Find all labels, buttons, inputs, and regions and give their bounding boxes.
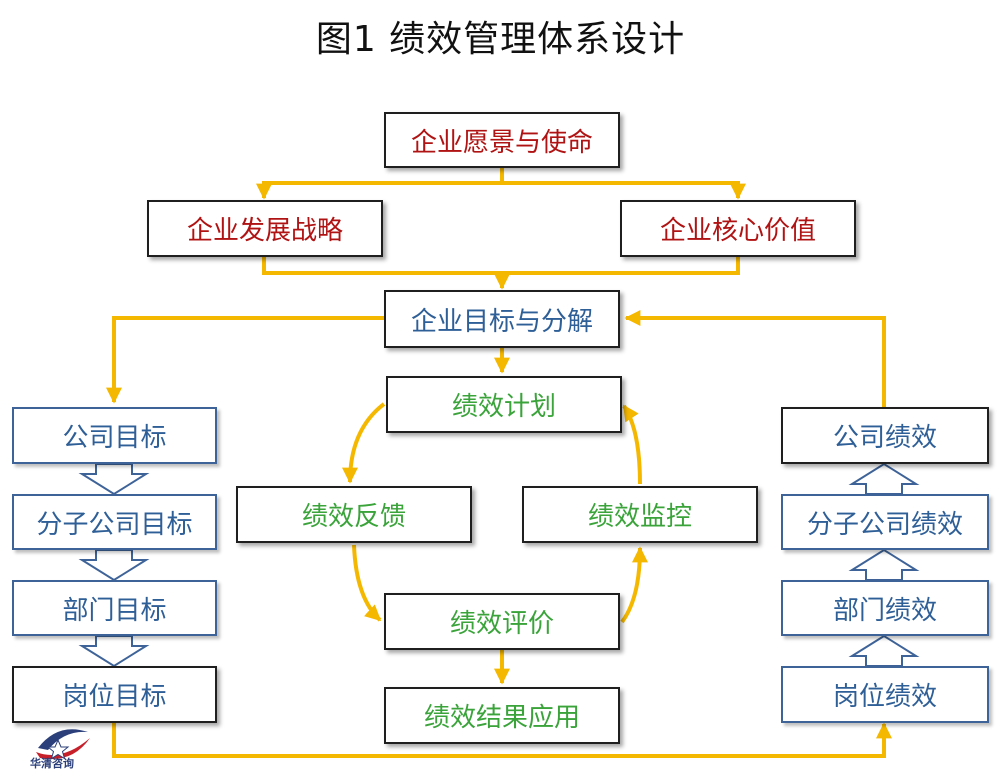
- result-application-label: 绩效结果应用: [423, 703, 580, 733]
- development-strategy-box: 企业发展战略: [147, 200, 383, 257]
- development-strategy-label: 企业发展战略: [186, 216, 343, 246]
- down-arrow-1: [78, 463, 150, 496]
- logo-text: 华清咨询: [30, 757, 74, 770]
- goals-decomposition-label: 企业目标与分解: [410, 306, 593, 337]
- core-values-box: 企业核心价值: [620, 200, 856, 257]
- connector-right-to-goals: [624, 310, 886, 407]
- performance-monitor-box: 绩效监控: [522, 486, 758, 543]
- department-goal-label: 部门目标: [62, 595, 167, 626]
- department-goal-box: 部门目标: [12, 580, 217, 636]
- diagram-title: 图1 绩效管理体系设计: [315, 19, 686, 60]
- result-application-box: 绩效结果应用: [384, 687, 620, 744]
- up-arrow-3: [848, 634, 920, 667]
- subsidiary-performance-box: 分子公司绩效: [781, 494, 989, 550]
- up-arrow-2: [848, 548, 920, 581]
- company-goal-box: 公司目标: [12, 407, 217, 464]
- subsidiary-goal-box: 分子公司目标: [12, 494, 217, 550]
- vision-mission-label: 企业愿景与使命: [410, 127, 593, 158]
- company-logo-icon: [36, 729, 90, 760]
- position-goal-box: 岗位目标: [12, 666, 217, 723]
- department-performance-box: 部门绩效: [781, 580, 989, 636]
- position-performance-box: 岗位绩效: [781, 666, 989, 723]
- connector-goals-to-left: [106, 316, 384, 404]
- performance-evaluate-box: 绩效评价: [384, 593, 620, 650]
- performance-monitor-label: 绩效监控: [587, 502, 692, 532]
- connector-bottom-loop: [112, 722, 892, 758]
- arc-plan-to-feedback: [342, 402, 386, 484]
- connector-to-values: [502, 181, 746, 200]
- department-performance-label: 部门绩效: [832, 595, 937, 626]
- down-arrow-2: [78, 549, 150, 582]
- company-performance-label: 公司绩效: [832, 423, 937, 453]
- arc-monitor-to-plan: [622, 404, 642, 485]
- goals-decomposition-box: 企业目标与分解: [384, 290, 620, 348]
- performance-feedback-box: 绩效反馈: [236, 486, 472, 543]
- subsidiary-goal-label: 分子公司目标: [36, 509, 193, 540]
- performance-plan-label: 绩效计划: [451, 392, 556, 422]
- position-goal-label: 岗位目标: [62, 682, 167, 712]
- core-values-label: 企业核心价值: [659, 216, 816, 246]
- performance-plan-box: 绩效计划: [386, 376, 622, 433]
- connector-strategy-merge: [262, 257, 740, 275]
- performance-feedback-label: 绩效反馈: [301, 502, 406, 532]
- arc-evaluate-to-monitor: [620, 546, 648, 624]
- vision-mission-box: 企业愿景与使命: [384, 112, 620, 168]
- performance-evaluate-label: 绩效评价: [449, 609, 554, 639]
- subsidiary-performance-label: 分子公司绩效: [806, 509, 963, 540]
- down-arrow-3: [78, 635, 150, 668]
- company-performance-box: 公司绩效: [781, 407, 989, 464]
- arc-feedback-to-evaluate: [352, 544, 382, 622]
- company-goal-label: 公司目标: [62, 423, 167, 453]
- up-arrow-1: [848, 462, 920, 495]
- position-performance-label: 岗位绩效: [832, 682, 937, 712]
- connector-to-strategy: [256, 181, 502, 200]
